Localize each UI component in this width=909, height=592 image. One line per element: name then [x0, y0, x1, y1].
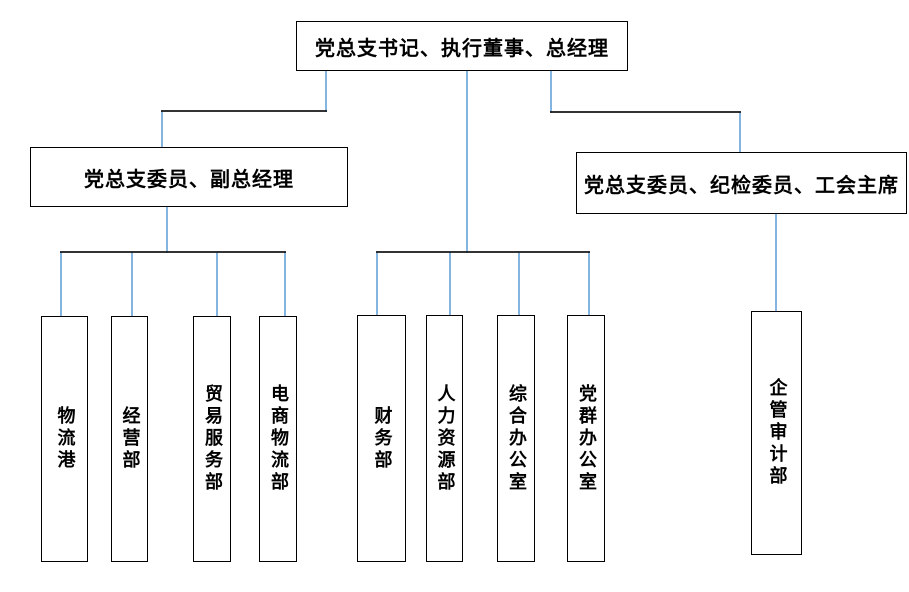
dept-label-logistics-port: 物流港: [54, 406, 76, 472]
dept-label-ecommerce-logistics: 电商物流部: [268, 384, 289, 494]
dept-label-audit: 企管审计部: [766, 378, 788, 488]
dept-label-trade-services: 贸易服务部: [202, 384, 223, 494]
dept-label-hr: 人力资源部: [434, 383, 456, 494]
dept-box-general-office: 综合办公室: [497, 315, 535, 562]
dept-box-party-mass-office: 党群办公室: [567, 315, 605, 562]
dept-box-operations: 经营部: [111, 316, 148, 562]
branch-box-union-chair: 党总支委员、纪检委员、工会主席: [576, 152, 907, 214]
dept-label-party-mass-office: 党群办公室: [576, 383, 597, 494]
root-box: 党总支书记、执行董事、总经理: [296, 21, 628, 71]
branch-label-union-chair: 党总支委员、纪检委员、工会主席: [584, 172, 899, 197]
branch-box-deputy-gm: 党总支委员、副总经理: [30, 147, 348, 207]
dept-label-general-office: 综合办公室: [506, 383, 527, 494]
dept-box-ecommerce-logistics: 电商物流部: [259, 316, 297, 562]
dept-box-logistics-port: 物流港: [41, 316, 88, 562]
branch-label-deputy-gm: 党总支委员、副总经理: [84, 166, 294, 191]
dept-box-audit: 企管审计部: [751, 311, 802, 555]
dept-label-finance: 财务部: [371, 405, 393, 472]
dept-box-hr: 人力资源部: [426, 315, 463, 562]
dept-label-operations: 经营部: [119, 406, 141, 472]
dept-box-finance: 财务部: [357, 315, 406, 562]
root-label: 党总支书记、执行董事、总经理: [315, 35, 609, 60]
dept-box-trade-services: 贸易服务部: [193, 316, 231, 562]
